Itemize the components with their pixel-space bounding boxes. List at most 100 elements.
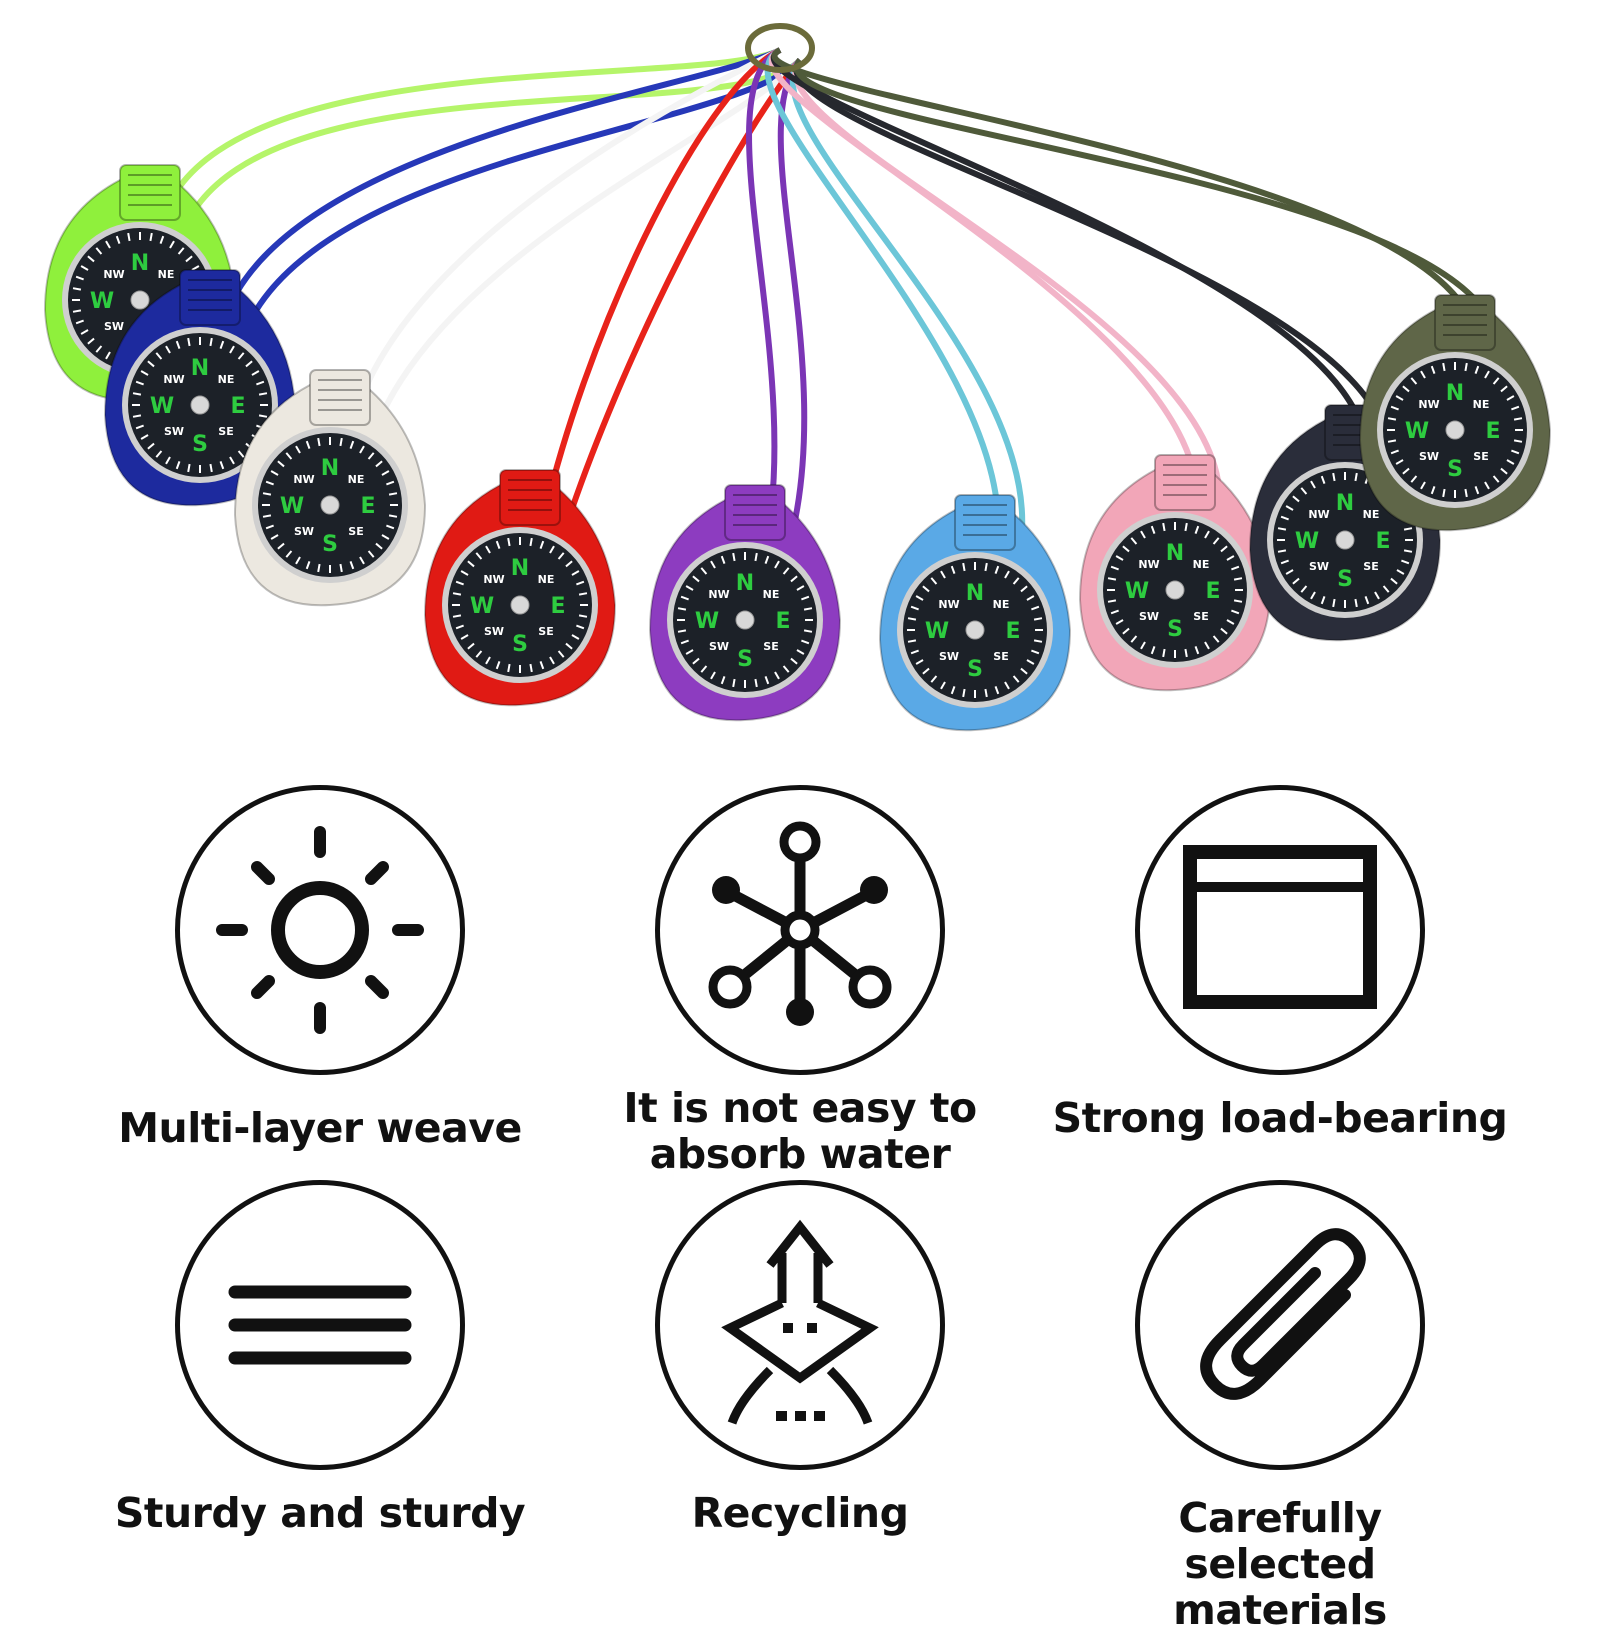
compass-letter: W: [150, 394, 174, 419]
compass-cord: [764, 47, 1026, 571]
compass-letter: E: [1375, 529, 1390, 554]
compass-letter: NW: [1138, 558, 1159, 571]
sun-icon: [216, 826, 424, 1034]
compass-letter: N: [131, 251, 149, 276]
compass-letter: NE: [218, 373, 235, 386]
compass-letter: SE: [993, 650, 1008, 663]
compass-letter: SE: [348, 525, 363, 538]
compass-letter: SE: [538, 625, 553, 638]
compass-letter: SE: [218, 425, 233, 438]
compass-cord: [746, 47, 808, 561]
compass-letter: NW: [1308, 508, 1329, 521]
compass-letter: W: [280, 494, 304, 519]
compass-letter: NW: [1418, 398, 1439, 411]
compass-letter: E: [1485, 419, 1500, 444]
compass-letter: NE: [1193, 558, 1210, 571]
feature-ring-materials: [1135, 1180, 1425, 1470]
compass-letter: SW: [939, 650, 959, 663]
product-photo: NESWNESESWNWNESWNESESWNWNESWNESESWNWNESW…: [43, 23, 1552, 732]
compass-letter: S: [737, 647, 753, 672]
feature-label-water: It is not easy to absorb water: [623, 1084, 977, 1178]
compass-letter: SW: [1419, 450, 1439, 463]
compass-letter: NE: [1473, 398, 1490, 411]
compass-letter: S: [512, 632, 528, 657]
feature-label-load: Strong load-bearing: [1052, 1094, 1508, 1142]
compass-letter: NW: [938, 598, 959, 611]
compass-letter: NW: [293, 473, 314, 486]
compass-cord: [768, 47, 1223, 531]
compass-letter: N: [1336, 491, 1354, 516]
compass-letter: W: [1295, 529, 1319, 554]
compass-letter: SW: [709, 640, 729, 653]
compass-letter: N: [191, 356, 209, 381]
network-icon: [708, 821, 892, 1026]
compass-letter: NE: [763, 588, 780, 601]
compass-cord: [770, 47, 1392, 481]
compass-cord: [771, 47, 1502, 371]
compass-letter: E: [775, 609, 790, 634]
feature-ring-recycling: [655, 1180, 945, 1470]
feature-label-sturdy: Sturdy and sturdy: [114, 1489, 526, 1537]
compass-letter: NE: [993, 598, 1010, 611]
compass-letter: N: [1446, 381, 1464, 406]
compass-letter: S: [192, 432, 208, 457]
compass-letter: S: [967, 657, 983, 682]
menu-lines-icon: [228, 1285, 412, 1365]
compass-letter: W: [1125, 579, 1149, 604]
compass-letter: E: [360, 494, 375, 519]
compass-letter: SE: [1473, 450, 1488, 463]
compass-letter: NW: [708, 588, 729, 601]
paperclip-icon: [1200, 1228, 1366, 1400]
key-ring: [745, 23, 815, 73]
feature-ring-load: [1135, 785, 1425, 1075]
compass-letter: S: [1167, 617, 1183, 642]
compass-cord: [347, 47, 803, 446]
compass-letter: N: [511, 556, 529, 581]
compass-letter: W: [695, 609, 719, 634]
feature-label-weave: Multi-layer weave: [118, 1104, 522, 1152]
compass-letter: SW: [104, 320, 124, 333]
compass-letter: SE: [1193, 610, 1208, 623]
compass-letter: N: [321, 456, 339, 481]
recycle-arrow-icon: [721, 1219, 879, 1425]
compass-letter: N: [736, 571, 754, 596]
compass-letter: NE: [348, 473, 365, 486]
compass-letter: W: [90, 289, 114, 314]
compass-letter: W: [1405, 419, 1429, 444]
card-icon: [1183, 845, 1377, 1009]
compass-letter: NE: [538, 573, 555, 586]
compass-letter: W: [925, 619, 949, 644]
feature-ring-weave: [175, 785, 465, 1075]
compass-letter: S: [1337, 567, 1353, 592]
compass-letter: SW: [164, 425, 184, 438]
compass-letter: S: [1447, 457, 1463, 482]
compass-letter: SW: [1309, 560, 1329, 573]
compass-letter: NW: [163, 373, 184, 386]
compass-letter: SW: [294, 525, 314, 538]
compass-letter: N: [1166, 541, 1184, 566]
compass-letter: NW: [103, 268, 124, 281]
compass-letter: E: [230, 394, 245, 419]
compass-letter: E: [550, 594, 565, 619]
feature-ring-sturdy: [175, 1180, 465, 1470]
compass-letter: S: [322, 532, 338, 557]
compass-letter: SW: [1139, 610, 1159, 623]
feature-label-recycling: Recycling: [691, 1489, 909, 1537]
compass-letter: E: [1205, 579, 1220, 604]
compass-letter: NW: [483, 573, 504, 586]
compass-letter: SW: [484, 625, 504, 638]
